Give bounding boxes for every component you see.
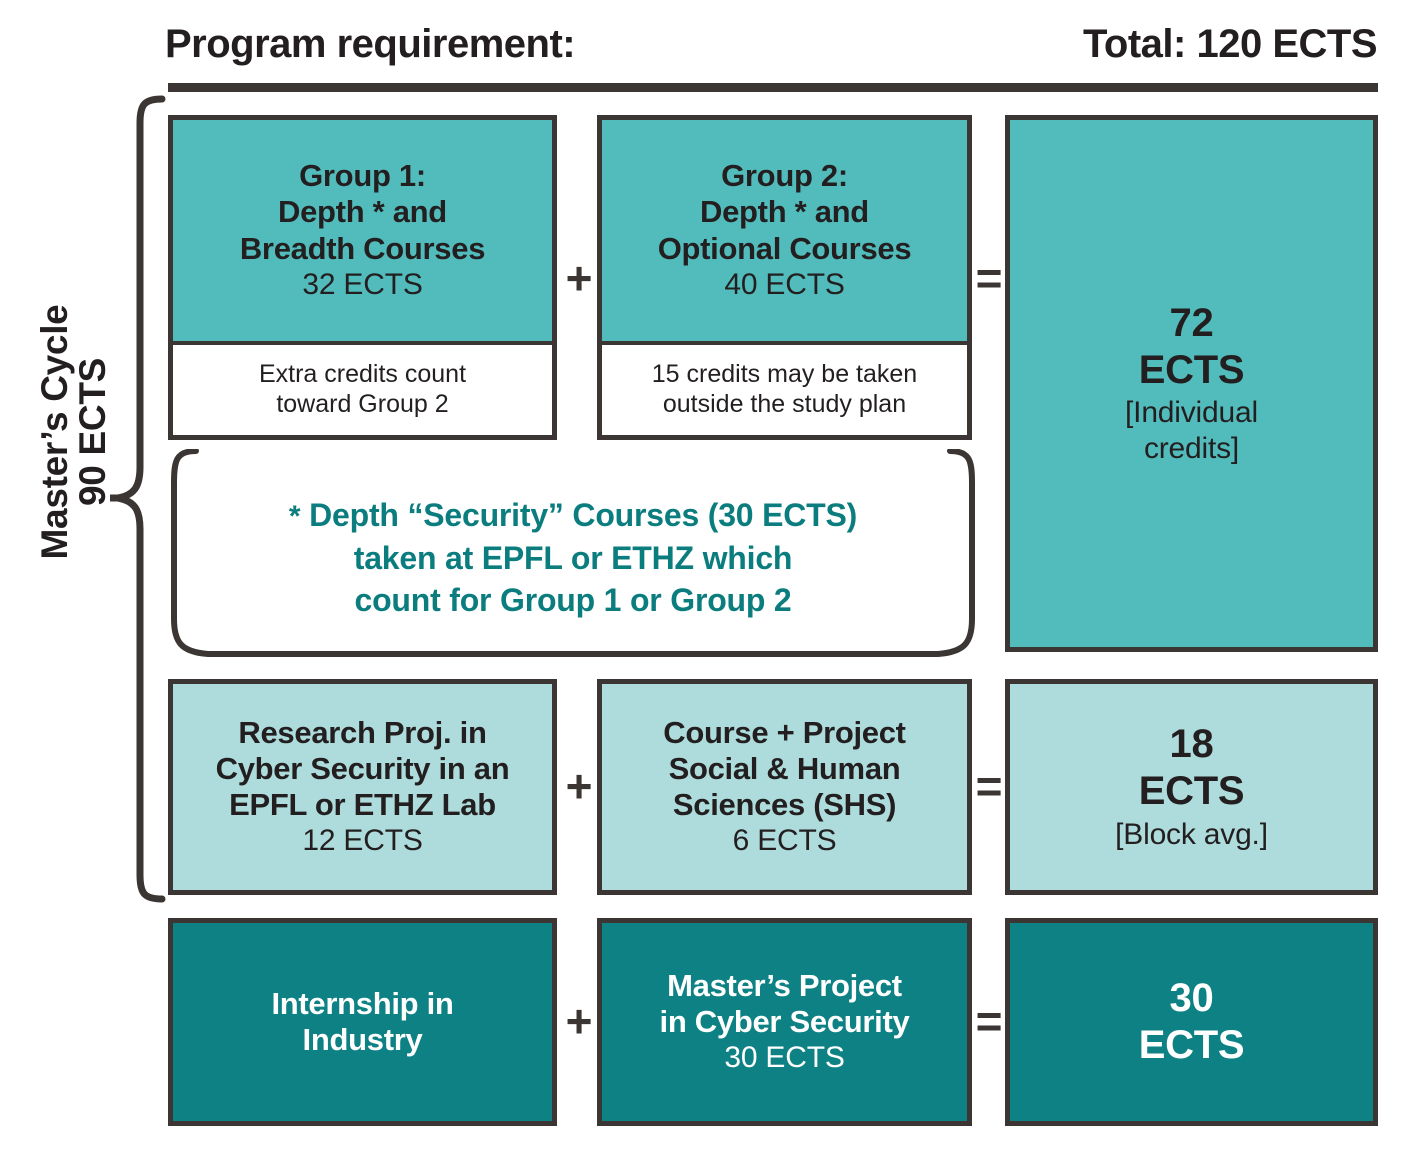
footnote-line3: count for Group 1 or Group 2 <box>354 582 792 619</box>
group2-main: Group 2: Depth * and Optional Courses 40… <box>602 120 967 341</box>
group2-note-area: 15 credits may be taken outside the stud… <box>602 341 967 435</box>
masters-cycle-line2: 90 ECTS <box>72 358 113 507</box>
result-18-caption: [Block avg.] <box>1115 817 1268 851</box>
result-18-number: 18 <box>1169 722 1214 767</box>
shs-title: Course + Project Social & Human Sciences… <box>663 714 906 823</box>
masters-cycle-brace-icon <box>106 95 170 910</box>
group1-note: Extra credits count toward Group 2 <box>258 360 467 418</box>
group1-title-line3: Breadth Courses <box>239 230 486 266</box>
result-72-caption: [Individual credits] <box>1125 396 1258 466</box>
group1-title-line2: Depth * and <box>278 194 447 230</box>
group2-title: Group 2: Depth * and Optional Courses <box>657 158 912 266</box>
result-30-unit: ECTS <box>1138 1023 1245 1067</box>
operator-plus-row3: + <box>565 995 593 1047</box>
group1-title: Group 1: Depth * and Breadth Courses <box>239 158 486 267</box>
internship-title: Internship in Industry <box>271 985 454 1057</box>
footnote-line1: * Depth “Security” Courses (30 ECTS) <box>289 494 857 537</box>
group1-box[interactable]: Group 1: Depth * and Breadth Courses 32 … <box>168 115 557 440</box>
footnote-brace-icon <box>171 449 975 657</box>
internship-box[interactable]: Internship in Industry <box>168 918 557 1126</box>
masters-cycle-label: Master’s Cycle 90 ECTS <box>26 52 122 812</box>
research-project-title: Research Proj. in Cyber Security in an E… <box>215 714 510 823</box>
result-30-number: 30 <box>1169 976 1214 1021</box>
header-divider <box>168 83 1378 92</box>
group1-ects: 32 ECTS <box>302 267 423 301</box>
group2-ects: 40 ECTS <box>724 267 845 301</box>
masters-cycle-line1: Master’s Cycle <box>34 304 76 560</box>
footnote-text: * Depth “Security” Courses (30 ECTS) tak… <box>168 449 978 661</box>
total-ects-label: Total: 120 ECTS <box>1082 22 1378 66</box>
group2-note: 15 credits may be taken outside the stud… <box>651 360 918 418</box>
group1-note-area: Extra credits count toward Group 2 <box>173 341 552 435</box>
result-18-unit: ECTS <box>1138 769 1245 813</box>
masters-project-box[interactable]: Master’s Project in Cyber Security 30 EC… <box>597 918 972 1126</box>
group2-box[interactable]: Group 2: Depth * and Optional Courses 40… <box>597 115 972 440</box>
result-72-box[interactable]: 72 ECTS [Individual credits] <box>1005 115 1378 652</box>
result-18-box[interactable]: 18 ECTS [Block avg.] <box>1005 679 1378 895</box>
page-title: Program requirement: <box>165 22 576 66</box>
operator-plus-row1: + <box>565 252 593 304</box>
research-project-ects: 12 ECTS <box>302 824 423 858</box>
shs-box[interactable]: Course + Project Social & Human Sciences… <box>597 679 972 895</box>
group1-main: Group 1: Depth * and Breadth Courses 32 … <box>173 120 552 341</box>
result-72-unit: ECTS <box>1138 347 1245 392</box>
operator-plus-row2: + <box>565 760 593 812</box>
operator-equals-row1: = <box>975 252 1003 304</box>
masters-project-ects: 30 ECTS <box>724 1041 845 1075</box>
group1-title-line1: Group 1: <box>299 158 426 194</box>
footnote-line1-text: Depth “Security” Courses (30 ECTS) <box>309 497 858 533</box>
operator-equals-row3: = <box>975 995 1003 1047</box>
research-project-box[interactable]: Research Proj. in Cyber Security in an E… <box>168 679 557 895</box>
masters-project-title: Master’s Project in Cyber Security <box>659 967 910 1039</box>
footnote-line2: taken at EPFL or ETHZ which <box>353 539 793 576</box>
result-72-number: 72 <box>1169 300 1214 345</box>
result-30-box[interactable]: 30 ECTS <box>1005 918 1378 1126</box>
shs-ects: 6 ECTS <box>732 824 837 858</box>
footnote-marker: * <box>288 500 301 533</box>
footnote-panel: * Depth “Security” Courses (30 ECTS) tak… <box>168 449 978 661</box>
operator-equals-row2: = <box>975 760 1003 812</box>
